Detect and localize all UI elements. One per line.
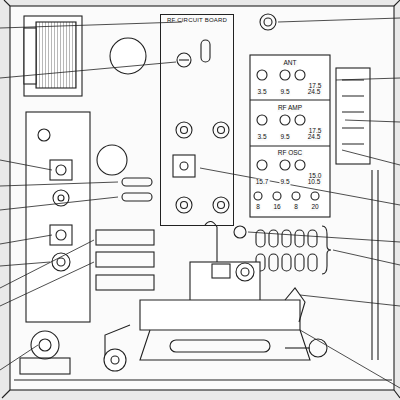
voltage-value: 9.5 [279, 179, 290, 186]
section-label: RF AMP [277, 105, 303, 112]
drawn-stroke [257, 115, 267, 125]
drawn-stroke [269, 254, 278, 271]
drawn-stroke [257, 70, 267, 80]
drawn-stroke [295, 70, 305, 80]
drawn-stroke [282, 230, 291, 247]
voltage-value: 3.5 [256, 89, 267, 96]
voltage-value: 24.5 [307, 134, 322, 141]
voltage-value: 16 [272, 204, 281, 211]
drawn-stroke [311, 192, 319, 200]
voltage-value: 3.5 [256, 134, 267, 141]
voltage-value: 20 [310, 204, 319, 211]
drawn-stroke [295, 254, 304, 271]
section-label: ANT [283, 60, 298, 67]
drawn-stroke [292, 192, 300, 200]
voltage-value: 15.7 [255, 179, 270, 186]
drawn-stroke [269, 230, 278, 247]
drawn-stroke [308, 254, 317, 271]
drawn-stroke [273, 192, 281, 200]
section-label: RF OSC [277, 150, 304, 157]
drawn-stroke [295, 230, 304, 247]
drawn-stroke [282, 254, 291, 271]
drawn-stroke [280, 160, 290, 170]
voltage-value: 8 [255, 204, 261, 211]
drawn-stroke [295, 160, 305, 170]
drawn-stroke [308, 230, 317, 247]
drawn-stroke [295, 115, 305, 125]
voltage-value: 10.5 [307, 179, 322, 186]
voltage-value: 8 [293, 204, 299, 211]
drawn-stroke [280, 70, 290, 80]
drawn-stroke [254, 192, 262, 200]
drawn-stroke [257, 160, 267, 170]
circuit-board: RF CIRCUIT BOARD [160, 14, 234, 226]
voltage-value: 9.5 [279, 89, 290, 96]
voltage-value: 9.5 [279, 134, 290, 141]
board-title: RF CIRCUIT BOARD [161, 15, 233, 25]
drawn-stroke [280, 115, 290, 125]
voltage-value: 24.5 [307, 89, 322, 96]
